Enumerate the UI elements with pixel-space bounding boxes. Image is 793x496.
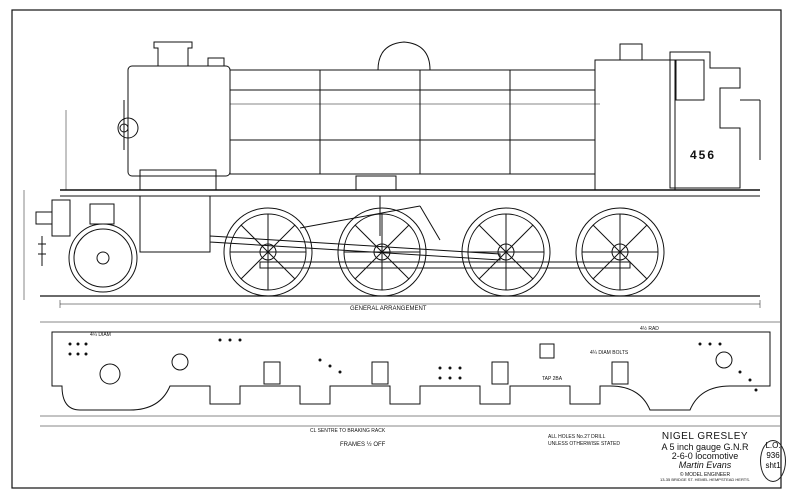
buffer xyxy=(35,211,53,225)
title-designer: Martin Evans xyxy=(678,460,732,471)
title-block: NIGEL GRESLEY A 5 inch gauge G.N.R 2-6-0… xyxy=(650,431,760,490)
title-line-2: 2-6-0 locomotive xyxy=(671,450,739,461)
smokebox xyxy=(127,65,231,177)
cylinder xyxy=(139,195,211,253)
loco-number: 456 xyxy=(690,148,717,162)
boiler-barrel xyxy=(229,69,596,175)
driving-wheel-4 xyxy=(575,207,665,297)
coupling-rod xyxy=(259,261,631,269)
chimney xyxy=(153,41,193,67)
drawing-note: 4½ RAD xyxy=(640,326,659,332)
connecting-rod xyxy=(209,235,501,261)
sheet-page: sht1 xyxy=(765,461,781,470)
drawing-note: TAP 2BA xyxy=(542,376,563,382)
notes-line-2: UNLESS OTHERWISE STATED xyxy=(548,441,620,447)
buffer-beam xyxy=(51,199,71,237)
sheet-number: 936 xyxy=(766,451,780,460)
firebox xyxy=(594,59,676,191)
drawing-note: 4¼ DIAM BOLTS xyxy=(590,350,629,356)
cab-window xyxy=(675,59,705,101)
sheet-reference: L.O. 936 sht1 xyxy=(760,440,786,482)
hole-patterns xyxy=(68,338,758,392)
title-copyright: © MODEL ENGINEER xyxy=(679,471,731,478)
locomotive-elevation xyxy=(23,41,761,308)
general-arrangement-title: GENERAL ARRANGEMENT xyxy=(350,306,427,312)
smokebox-door xyxy=(117,117,139,139)
title-series: NIGEL GRESLEY xyxy=(661,431,749,442)
driving-wheel-1 xyxy=(223,207,313,297)
sheet-prefix: L.O. xyxy=(765,441,781,450)
frames-view xyxy=(40,321,780,427)
cab xyxy=(669,51,741,189)
title-line-1: A 5 inch gauge G.N.R xyxy=(661,441,749,452)
axle-hole xyxy=(99,363,121,385)
drawing-note: 4¼ DIAM xyxy=(90,332,111,338)
coupling-chain xyxy=(38,236,46,266)
main-frame-outline xyxy=(51,331,771,411)
leading-wheel xyxy=(68,223,138,293)
notes-line-1: ALL HOLES No.27 DRILL xyxy=(548,434,606,440)
drawing-note: CL SENTRE TO BRAKING RACK xyxy=(310,428,386,434)
driving-wheel-2 xyxy=(337,207,427,297)
title-address: 13-35 BRIDGE ST. HEMEL HEMPSTEAD HERTS. xyxy=(659,477,751,483)
safety-valve xyxy=(619,43,643,60)
frames-view-title: FRAMES ½ OFF xyxy=(340,442,386,448)
dome xyxy=(377,41,431,71)
drawing-border xyxy=(11,9,782,489)
